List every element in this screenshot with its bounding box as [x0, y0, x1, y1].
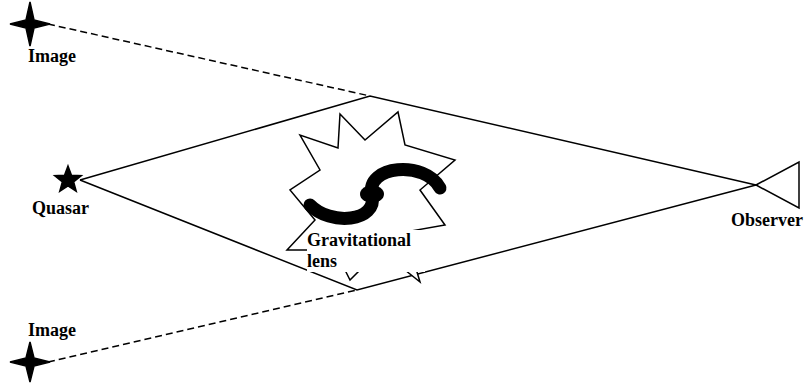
gravitational-lens-outline: [287, 112, 455, 282]
apparent-ray: [48, 290, 357, 362]
quasar-label: Quasar: [32, 198, 124, 219]
galaxy-core: [360, 185, 384, 203]
diagram-node: Image: [10, 320, 120, 384]
observer-eye-outline: [756, 162, 799, 208]
apparent-ray: [48, 24, 370, 96]
lens-label: Gravitational lens: [307, 230, 425, 272]
image-label: Image: [28, 46, 138, 67]
image-star: [10, 342, 50, 382]
observer-label: Observer: [721, 210, 803, 231]
quasar-star-outline: [55, 166, 82, 191]
diagram-node: Observer: [721, 158, 803, 234]
observer-eye: [754, 160, 801, 210]
quasar-star: [54, 166, 82, 194]
image-star-outline: [10, 2, 50, 46]
diagram-node: Gravitational lens: [285, 100, 460, 290]
diagram-node: Image: [10, 0, 120, 70]
spiral-galaxy: [310, 170, 440, 219]
diagram-node: Quasar: [22, 166, 114, 222]
image-label: Image: [28, 320, 138, 341]
image-star-outline: [10, 342, 50, 382]
image-star: [10, 2, 50, 46]
